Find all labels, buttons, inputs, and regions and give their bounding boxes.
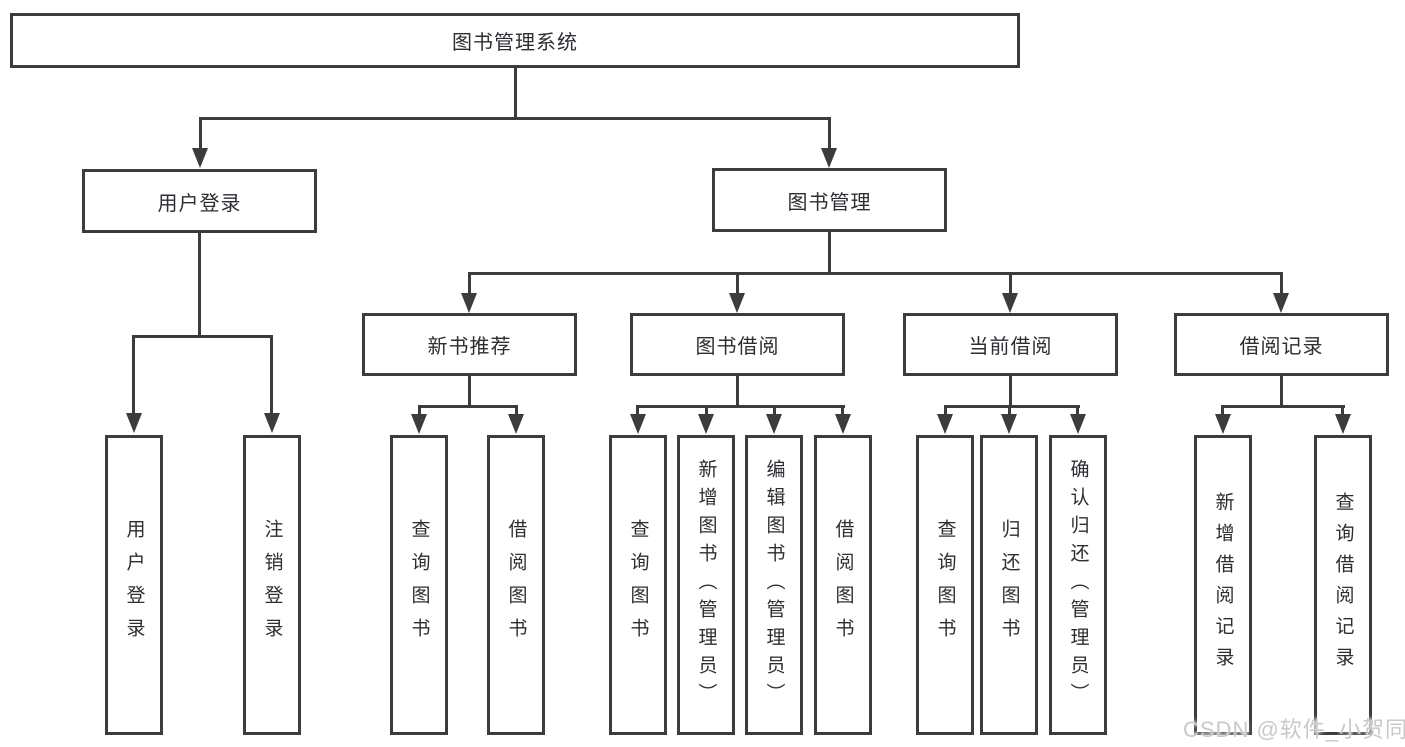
node-user-login: 用户登录 (82, 169, 317, 233)
node-current-borrowing: 当前借阅 (903, 313, 1118, 376)
arrow-down-icon (937, 414, 953, 434)
arrow-down-icon (766, 414, 782, 434)
arrow-down-icon (411, 414, 427, 434)
connector-drop (1221, 405, 1224, 417)
connector-current-stem (1009, 376, 1012, 408)
node-book-borrowing-label: 图书借阅 (695, 336, 780, 358)
connector-drop (705, 405, 708, 417)
leaf-confirm-return-admin-label: 确认归还（管理员） (1067, 459, 1089, 711)
node-new-book-recommend: 新书推荐 (362, 313, 577, 376)
node-user-login-label: 用户登录 (157, 192, 242, 215)
leaf-edit-book-admin-label: 编辑图书（管理员） (763, 459, 785, 711)
connector-drop (736, 272, 739, 296)
csdn-watermark: CSDN @软件_小贺同学 (1183, 717, 1405, 742)
leaf-add-book-admin-label: 新增图书（管理员） (695, 459, 717, 711)
connector-records-rail (1221, 405, 1345, 408)
arrow-down-icon (1001, 414, 1017, 434)
arrow-down-icon (729, 293, 745, 313)
leaf-query-books-borrow-label: 查询图书 (627, 519, 649, 651)
connector-drop (418, 405, 421, 417)
node-borrowing-records-label: 借阅记录 (1239, 336, 1324, 358)
connector-root-rail (199, 117, 831, 120)
arrow-down-icon (192, 148, 208, 168)
node-root-label: 图书管理系统 (452, 32, 578, 54)
connector-recommend-stem (468, 376, 471, 408)
connector-drop (1280, 272, 1283, 296)
connector-borrowing-rail (636, 405, 845, 408)
node-book-management: 图书管理 (712, 168, 947, 232)
arrow-down-icon (1002, 293, 1018, 313)
leaf-query-books-recommend-label: 查询图书 (408, 519, 430, 651)
connector-drop (1008, 405, 1011, 417)
connector-recommend-rail (418, 405, 518, 408)
connector-user-login-rail (132, 335, 273, 338)
leaf-user-login-label: 用户登录 (123, 519, 145, 651)
connector-drop (468, 272, 471, 296)
connector-book-mgmt-rail (468, 272, 1282, 275)
leaf-borrow-books-recommend-label: 借阅图书 (505, 519, 527, 651)
connector-borrowing-stem (736, 376, 739, 408)
connector-drop (773, 405, 776, 417)
node-root: 图书管理系统 (10, 13, 1020, 68)
leaf-query-borrow-record: 查询借阅记录 (1314, 435, 1372, 735)
arrow-down-icon (508, 414, 524, 434)
connector-drop (515, 405, 518, 417)
node-borrowing-records: 借阅记录 (1174, 313, 1389, 376)
connector-root-stem (514, 68, 517, 120)
connector-drop (841, 405, 844, 417)
arrow-down-icon (1335, 414, 1351, 434)
leaf-return-book-label: 归还图书 (998, 519, 1020, 651)
leaf-query-books-recommend: 查询图书 (390, 435, 448, 735)
leaf-add-borrow-record: 新增借阅记录 (1194, 435, 1252, 735)
connector-drop (132, 335, 135, 415)
leaf-query-borrow-record-label: 查询借阅记录 (1332, 492, 1354, 678)
leaf-edit-book-admin: 编辑图书（管理员） (745, 435, 803, 735)
leaf-confirm-return-admin: 确认归还（管理员） (1049, 435, 1107, 735)
connector-records-stem (1280, 376, 1283, 408)
arrow-down-icon (264, 413, 280, 433)
leaf-query-books-current-label: 查询图书 (934, 519, 956, 651)
leaf-add-book-admin: 新增图书（管理员） (677, 435, 735, 735)
connector-drop (270, 335, 273, 415)
leaf-query-books-borrow: 查询图书 (609, 435, 667, 735)
arrow-down-icon (821, 148, 837, 168)
leaf-borrow-books-label: 借阅图书 (832, 519, 854, 651)
leaf-borrow-books-recommend: 借阅图书 (487, 435, 545, 735)
connector-current-rail (944, 405, 1080, 408)
arrow-down-icon (1215, 414, 1231, 434)
arrow-down-icon (126, 413, 142, 433)
node-book-borrowing: 图书借阅 (630, 313, 845, 376)
node-new-book-recommend-label: 新书推荐 (427, 336, 512, 358)
connector-drop (1076, 405, 1079, 417)
leaf-logout-label: 注销登录 (261, 519, 283, 651)
leaf-query-books-current: 查询图书 (916, 435, 974, 735)
arrow-down-icon (1273, 293, 1289, 313)
connector-book-mgmt-stem (828, 232, 831, 275)
connector-drop (1341, 405, 1344, 417)
connector-drop (1009, 272, 1012, 296)
connector-user-login-stem (198, 233, 201, 338)
leaf-logout: 注销登录 (243, 435, 301, 735)
node-book-management-label: 图书管理 (787, 191, 872, 214)
arrow-down-icon (835, 414, 851, 434)
connector-drop (199, 117, 202, 150)
arrow-down-icon (1070, 414, 1086, 434)
leaf-user-login: 用户登录 (105, 435, 163, 735)
arrow-down-icon (698, 414, 714, 434)
connector-drop (636, 405, 639, 417)
connector-drop (828, 117, 831, 150)
node-current-borrowing-label: 当前借阅 (968, 336, 1053, 358)
leaf-add-borrow-record-label: 新增借阅记录 (1212, 492, 1234, 678)
connector-drop (944, 405, 947, 417)
arrow-down-icon (461, 293, 477, 313)
leaf-borrow-books: 借阅图书 (814, 435, 872, 735)
arrow-down-icon (630, 414, 646, 434)
leaf-return-book: 归还图书 (980, 435, 1038, 735)
